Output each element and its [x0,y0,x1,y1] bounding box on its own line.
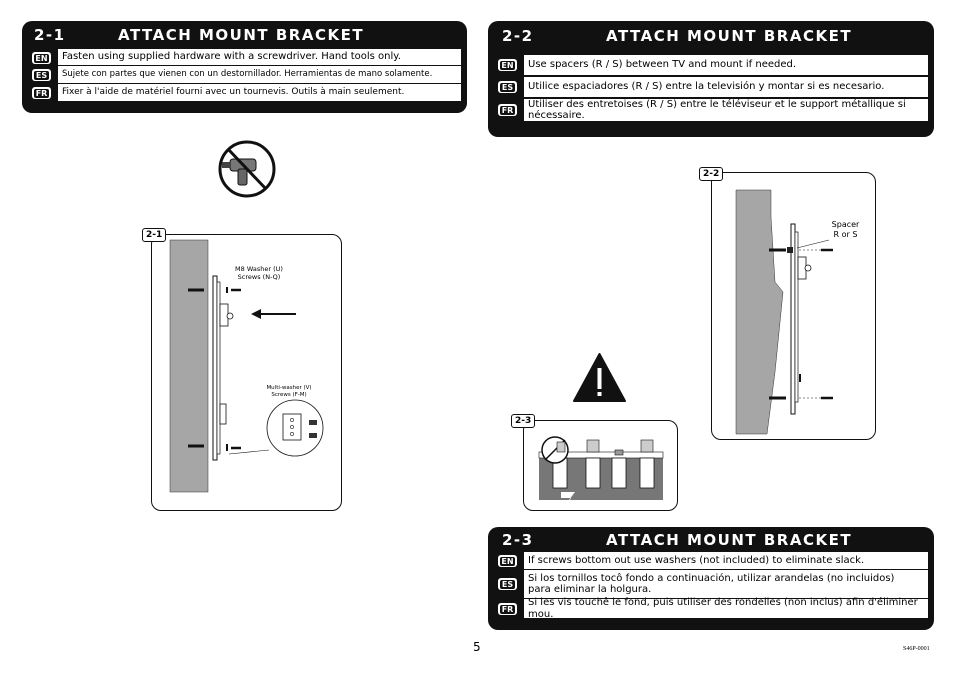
section-number: 2-3 [502,531,534,549]
section-header: 2-1 ATTACH MOUNT BRACKET [22,21,467,49]
figure-tag: 2-1 [142,228,167,242]
lang-badge-fr: FR [32,87,51,99]
spacer-side-diagram [735,189,833,435]
instruction-row-en: If screws bottom out use washers (not in… [524,552,928,569]
instruction-row-es: Si los tornillos tocô fondo a continuaci… [524,570,928,598]
lang-badge-es: ES [32,69,51,81]
instruction-row-fr: Fixer à l'aide de matériel fourni avec u… [58,84,461,101]
document-code: S46P-0001 [903,646,930,652]
washer-detail-diagram [538,436,664,506]
instruction-row-en: Fasten using supplied hardware with a sc… [58,49,461,65]
lang-badge-en: EN [498,59,517,71]
instruction-row-es: Sujete con partes que vienen con un dest… [58,66,461,83]
instruction-row-fr: Si les vis touchê le fond, puis utiliser… [524,597,928,620]
section-title: ATTACH MOUNT BRACKET [606,27,853,45]
lang-badge-fr: FR [498,603,517,615]
instruction-row-es: Utilice espaciadores (R / S) entre la te… [524,77,928,97]
instruction-row-en: Use spacers (R / S) between TV and mount… [524,55,928,75]
washer-u-label: M8 Washer (U)Screws (N-Q) [235,265,283,281]
lang-badge-es: ES [498,578,517,590]
lang-badge-en: EN [32,52,51,64]
figure-tag: 2-3 [511,414,536,428]
section-header: 2-3 ATTACH MOUNT BRACKET [488,527,934,553]
section-2-3-panel: 2-3 ATTACH MOUNT BRACKET EN If screws bo… [488,527,934,630]
section-header: 2-2 ATTACH MOUNT BRACKET [488,21,934,51]
no-power-drill-icon [218,140,276,198]
tv-bracket-side-diagram [169,239,324,493]
lang-badge-es: ES [498,81,517,93]
lang-badge-en: EN [498,555,517,567]
warning-icon [573,353,626,402]
figure-tag: 2-2 [699,167,724,181]
section-number: 2-1 [34,26,66,44]
instruction-row-fr: Utiliser des entretoises (R / S) entre l… [524,99,928,121]
section-2-2-panel: 2-2 ATTACH MOUNT BRACKET EN Use spacers … [488,21,934,137]
page-number: 5 [473,640,481,654]
lang-badge-fr: FR [498,104,517,116]
section-title: ATTACH MOUNT BRACKET [118,26,365,44]
washer-v-label: Multi-washer (V)Screws (F-M) [266,385,312,398]
section-2-1-panel: 2-1 ATTACH MOUNT BRACKET EN Fasten using… [22,21,467,113]
section-number: 2-2 [502,27,534,45]
section-title: ATTACH MOUNT BRACKET [606,531,853,549]
